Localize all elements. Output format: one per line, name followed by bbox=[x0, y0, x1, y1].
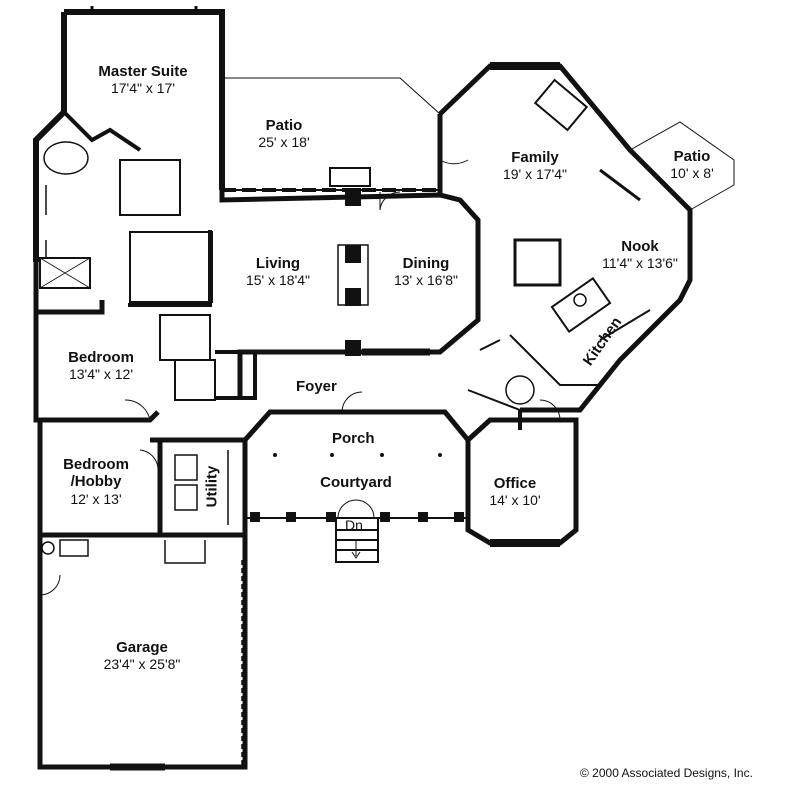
room-master-suite: Master Suite 17'4" x 17' bbox=[98, 63, 187, 96]
room-name: Nook bbox=[621, 238, 659, 255]
bathtub bbox=[43, 141, 89, 175]
living-walls bbox=[219, 190, 481, 400]
fireplace bbox=[533, 78, 589, 132]
room-name: Courtyard bbox=[320, 474, 392, 491]
front-stairs bbox=[335, 518, 379, 563]
room-name: Patio bbox=[673, 148, 711, 165]
porch-label: Porch bbox=[332, 430, 375, 447]
master-shower bbox=[39, 257, 91, 289]
room-name: Living bbox=[255, 255, 301, 272]
washer bbox=[174, 454, 198, 481]
master-closet bbox=[129, 231, 213, 303]
room-name: Family bbox=[511, 149, 559, 166]
room-dimensions: 11'4" x 13'6" bbox=[602, 255, 678, 272]
side-patio-outline bbox=[629, 121, 735, 211]
room-dimensions: 10' x 8' bbox=[670, 165, 714, 182]
room-name-line1: Bedroom bbox=[63, 456, 129, 473]
room-nook: Nook 11'4" x 13'6" bbox=[602, 238, 678, 271]
room-name: Bedroom bbox=[68, 349, 134, 366]
room-dimensions: 17'4" x 17' bbox=[110, 80, 176, 97]
room-dimensions: 19' x 17'4" bbox=[502, 166, 568, 183]
stairs-down-label: Dn bbox=[345, 517, 363, 533]
room-dimensions: 14' x 10' bbox=[489, 492, 541, 509]
room-name: Office bbox=[493, 475, 537, 492]
foyer-label: Foyer bbox=[296, 378, 337, 395]
room-dimensions: 12' x 13' bbox=[70, 490, 122, 507]
room-name: Garage bbox=[116, 639, 168, 656]
master-suite-walls bbox=[64, 9, 225, 190]
room-name: Master Suite bbox=[98, 63, 188, 80]
room-family: Family 19' x 17'4" bbox=[503, 149, 567, 182]
dryer bbox=[174, 484, 198, 511]
room-name: Dining bbox=[402, 255, 450, 272]
room-bedroom-hobby: Bedroom /Hobby 12' x 13' bbox=[63, 456, 129, 507]
room-dining: Dining 13' x 16'8" bbox=[394, 255, 458, 288]
copyright-notice: © 2000 Associated Designs, Inc. bbox=[580, 766, 753, 780]
room-dimensions: 23'4" x 25'8" bbox=[103, 656, 181, 673]
room-living: Living 15' x 18'4" bbox=[246, 255, 310, 288]
room-dimensions: 13' x 16'8" bbox=[393, 272, 459, 289]
utility-label: Utility bbox=[203, 465, 221, 508]
room-patio-side: Patio 10' x 8' bbox=[670, 148, 713, 181]
office-walls bbox=[465, 417, 579, 546]
room-courtyard: Courtyard bbox=[320, 474, 392, 491]
room-bedroom: Bedroom 13'4" x 12' bbox=[68, 349, 134, 382]
porch-walls bbox=[243, 409, 471, 518]
room-garage: Garage 23'4" x 25'8" bbox=[104, 639, 181, 672]
room-dimensions: 13'4" x 12' bbox=[68, 366, 134, 383]
kitchen-island bbox=[550, 276, 612, 334]
bedroom-hobby-walls bbox=[37, 420, 163, 538]
room-dimensions: 15' x 18'4" bbox=[245, 272, 311, 289]
room-name: Patio bbox=[265, 117, 303, 134]
room-name-line2: /Hobby bbox=[70, 473, 122, 491]
room-patio-rear: Patio 25' x 18' bbox=[258, 117, 309, 150]
bedroom-walls bbox=[33, 312, 160, 423]
room-office: Office 14' x 10' bbox=[489, 475, 540, 508]
room-dimensions: 25' x 18' bbox=[258, 134, 310, 151]
